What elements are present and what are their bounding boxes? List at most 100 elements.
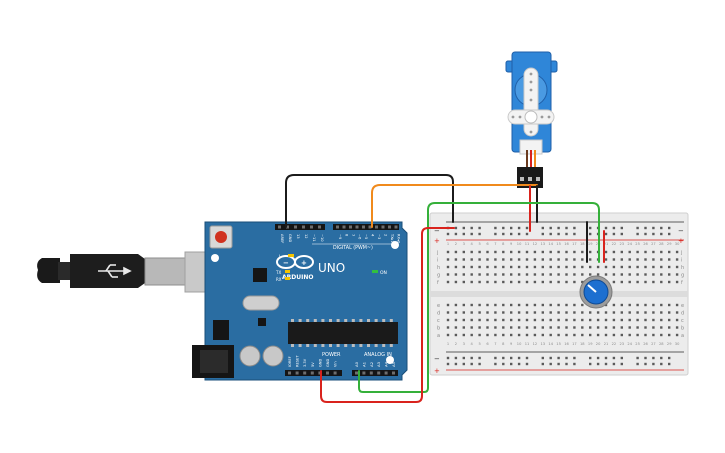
terminal-hole[interactable] [462, 311, 465, 314]
digital-pin-hole[interactable] [349, 225, 352, 229]
terminal-hole[interactable] [525, 326, 529, 329]
terminal-hole[interactable] [675, 318, 679, 322]
terminal-hole[interactable] [652, 333, 655, 337]
terminal-hole[interactable] [644, 265, 647, 269]
rail-hole[interactable] [446, 362, 450, 366]
terminal-hole[interactable] [589, 273, 592, 276]
terminal-hole[interactable] [557, 258, 560, 261]
terminal-hole[interactable] [612, 318, 616, 322]
terminal-hole[interactable] [478, 265, 481, 269]
servo-motor[interactable] [505, 51, 558, 188]
terminal-hole[interactable] [628, 280, 631, 284]
terminal-hole[interactable] [668, 273, 671, 276]
terminal-hole[interactable] [454, 250, 458, 254]
terminal-hole[interactable] [604, 258, 608, 261]
terminal-hole[interactable] [652, 273, 655, 276]
terminal-hole[interactable] [644, 273, 647, 276]
rail-hole[interactable] [557, 356, 560, 360]
terminal-hole[interactable] [620, 318, 623, 322]
rail-hole[interactable] [462, 362, 465, 366]
terminal-hole[interactable] [675, 333, 679, 337]
terminal-hole[interactable] [510, 280, 513, 284]
terminal-hole[interactable] [636, 273, 639, 276]
rail-hole[interactable] [454, 232, 458, 236]
rail-hole[interactable] [620, 362, 623, 366]
terminal-hole[interactable] [517, 273, 521, 276]
rail-hole[interactable] [525, 356, 529, 360]
terminal-hole[interactable] [478, 273, 481, 276]
terminal-hole[interactable] [573, 333, 576, 337]
terminal-hole[interactable] [620, 333, 623, 337]
terminal-hole[interactable] [565, 333, 568, 337]
terminal-hole[interactable] [462, 258, 465, 261]
terminal-hole[interactable] [486, 280, 489, 284]
terminal-hole[interactable] [510, 303, 513, 307]
terminal-hole[interactable] [462, 273, 465, 276]
terminal-hole[interactable] [549, 280, 552, 284]
terminal-hole[interactable] [589, 326, 592, 329]
terminal-hole[interactable] [470, 311, 473, 314]
terminal-hole[interactable] [652, 303, 655, 307]
analog-pin-hole[interactable] [377, 371, 381, 375]
terminal-hole[interactable] [675, 265, 679, 269]
terminal-hole[interactable] [502, 250, 505, 254]
terminal-hole[interactable] [660, 311, 663, 314]
terminal-hole[interactable] [628, 333, 631, 337]
terminal-hole[interactable] [470, 273, 473, 276]
wire-signal-orange[interactable] [371, 184, 538, 228]
terminal-hole[interactable] [494, 326, 497, 329]
terminal-hole[interactable] [470, 303, 473, 307]
rail-hole[interactable] [604, 232, 608, 236]
terminal-hole[interactable] [589, 333, 592, 337]
terminal-hole[interactable] [604, 250, 608, 254]
terminal-hole[interactable] [470, 318, 473, 322]
rail-hole[interactable] [589, 232, 592, 236]
terminal-hole[interactable] [581, 318, 584, 322]
rail-hole[interactable] [589, 356, 592, 360]
rail-hole[interactable] [589, 362, 592, 366]
digital-pin-hole[interactable] [302, 225, 305, 229]
rail-hole[interactable] [596, 362, 600, 366]
rail-hole[interactable] [604, 362, 608, 366]
terminal-hole[interactable] [636, 318, 639, 322]
terminal-hole[interactable] [557, 273, 560, 276]
terminal-hole[interactable] [620, 250, 623, 254]
rail-hole[interactable] [644, 356, 647, 360]
terminal-hole[interactable] [644, 318, 647, 322]
rail-hole[interactable] [573, 356, 576, 360]
terminal-hole[interactable] [573, 250, 576, 254]
terminal-hole[interactable] [668, 250, 671, 254]
rail-hole[interactable] [557, 226, 560, 230]
rail-hole[interactable] [644, 232, 647, 236]
terminal-hole[interactable] [541, 250, 544, 254]
terminal-hole[interactable] [525, 311, 529, 314]
terminal-hole[interactable] [549, 326, 552, 329]
terminal-hole[interactable] [470, 333, 473, 337]
terminal-hole[interactable] [446, 303, 450, 307]
rail-hole[interactable] [573, 226, 576, 230]
terminal-hole[interactable] [486, 318, 489, 322]
terminal-hole[interactable] [612, 250, 616, 254]
terminal-hole[interactable] [668, 318, 671, 322]
terminal-hole[interactable] [541, 318, 544, 322]
terminal-hole[interactable] [541, 280, 544, 284]
terminal-hole[interactable] [612, 258, 616, 261]
terminal-hole[interactable] [644, 326, 647, 329]
rail-hole[interactable] [668, 232, 671, 236]
terminal-hole[interactable] [470, 265, 473, 269]
terminal-hole[interactable] [541, 311, 544, 314]
terminal-hole[interactable] [668, 326, 671, 329]
terminal-hole[interactable] [533, 303, 537, 307]
terminal-hole[interactable] [660, 333, 663, 337]
terminal-hole[interactable] [462, 265, 465, 269]
rail-hole[interactable] [549, 226, 552, 230]
digital-pin-hole[interactable] [286, 225, 289, 229]
terminal-hole[interactable] [596, 326, 600, 329]
power-pin-hole[interactable] [326, 371, 329, 375]
terminal-hole[interactable] [541, 258, 544, 261]
terminal-hole[interactable] [454, 258, 458, 261]
terminal-hole[interactable] [620, 303, 623, 307]
rail-hole[interactable] [636, 356, 639, 360]
servo-horn[interactable] [507, 67, 555, 137]
